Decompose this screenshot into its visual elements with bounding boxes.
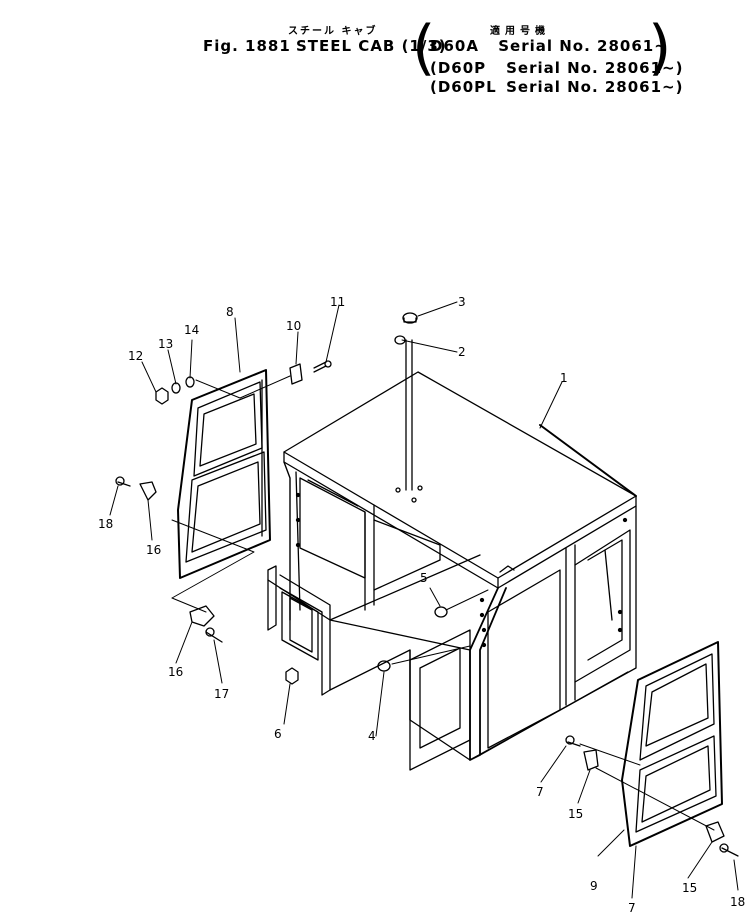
callout-15-left: 15 [568, 807, 583, 821]
callout-15-right: 15 [682, 881, 697, 895]
callout-1: 1 [560, 371, 568, 385]
serial-row-d60a: D60A Serial No. 28061~ [430, 37, 668, 55]
callout-2: 2 [458, 345, 466, 359]
japanese-title: スチール キャブ [288, 26, 378, 37]
small-parts [115, 360, 739, 857]
cab-body [267, 371, 637, 771]
callout-16-lower: 16 [168, 665, 183, 679]
callout-7-bolt: 7 [536, 785, 544, 799]
callout-16-top: 16 [146, 543, 161, 557]
japanese-applicable-label: 適用号機 [490, 26, 550, 37]
figure-title: STEEL CAB (1/3) [296, 37, 447, 55]
leader-lines [109, 301, 739, 899]
cab-roof [283, 371, 637, 579]
callout-17: 17 [214, 687, 229, 701]
callout-11: 11 [330, 295, 345, 309]
callout-12: 12 [128, 349, 143, 363]
callout-7-door: 7 [628, 901, 636, 915]
callout-8: 8 [226, 305, 234, 319]
serial-row-d60pl: (D60PL Serial No. 28061~) [430, 78, 684, 96]
callout-13: 13 [158, 337, 173, 351]
callout-10: 10 [286, 319, 301, 333]
callout-18-right: 18 [730, 895, 745, 909]
callout-6: 6 [274, 727, 282, 741]
callout-9: 9 [590, 879, 598, 893]
figure-number: Fig. 1881 [203, 37, 291, 55]
callout-4: 4 [368, 729, 376, 743]
serial-row-d60p: (D60P Serial No. 28061~) [430, 59, 684, 77]
left-door [177, 369, 271, 579]
antenna-pole [394, 312, 423, 503]
callout-5: 5 [420, 571, 428, 585]
callout-18-left: 18 [98, 517, 113, 531]
open-paren: ( [412, 13, 436, 83]
callout-14: 14 [184, 323, 199, 337]
callout-3: 3 [458, 295, 466, 309]
callout-numbers: 1 2 3 4 5 6 7 7 8 9 10 11 12 13 14 15 15… [98, 295, 745, 915]
right-door [621, 641, 723, 847]
close-paren: ) [648, 13, 672, 83]
